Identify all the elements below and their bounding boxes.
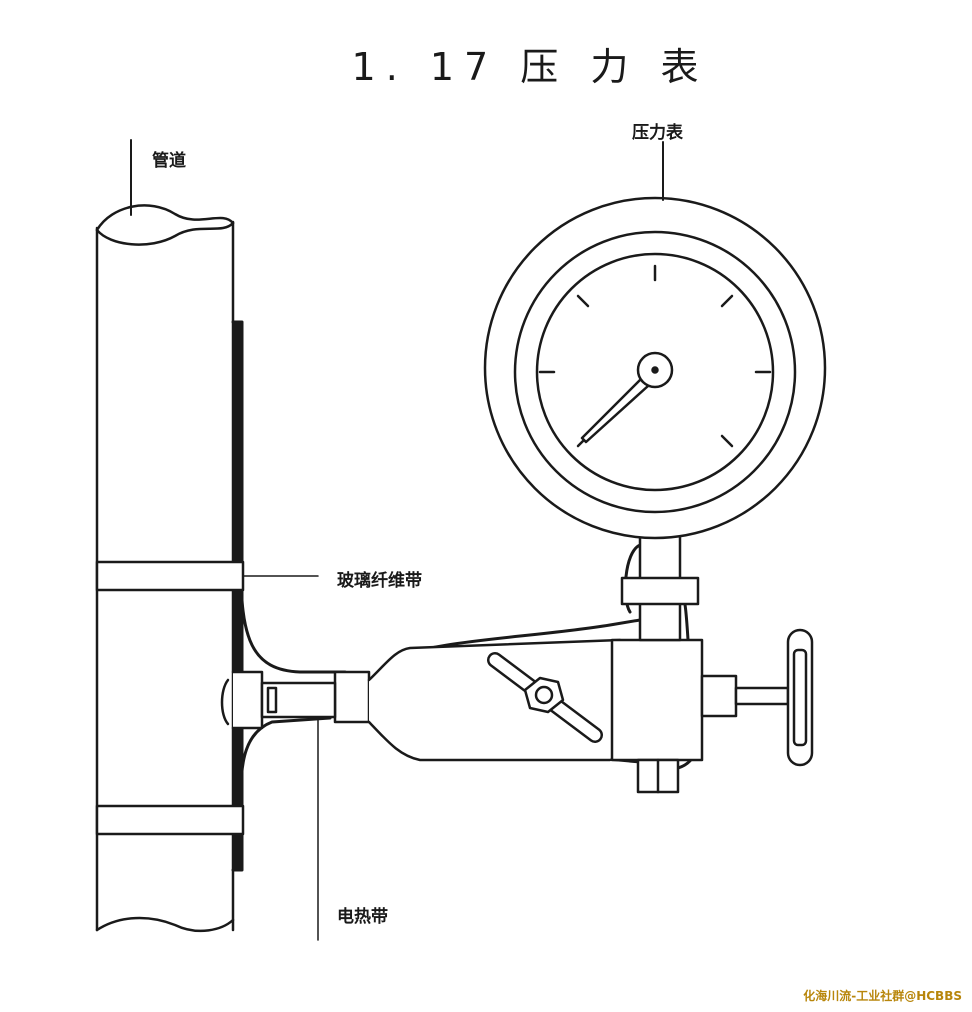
label-heating-tape: 电热带	[337, 907, 388, 927]
gauge-stem	[620, 518, 700, 642]
pressure-gauge	[483, 141, 827, 540]
valve	[487, 628, 814, 794]
pipe-fitting	[220, 638, 642, 762]
glass-fiber-bands	[95, 560, 371, 836]
page-title: 1. 17 压 力 表	[351, 45, 709, 89]
label-gauge: 压力表	[632, 123, 683, 143]
label-pipe: 管道	[152, 151, 186, 171]
label-glass-fiber-tape: 玻璃纤维带	[337, 571, 422, 591]
watermark: 化海川流-工业社群@HCBBS	[803, 989, 962, 1003]
